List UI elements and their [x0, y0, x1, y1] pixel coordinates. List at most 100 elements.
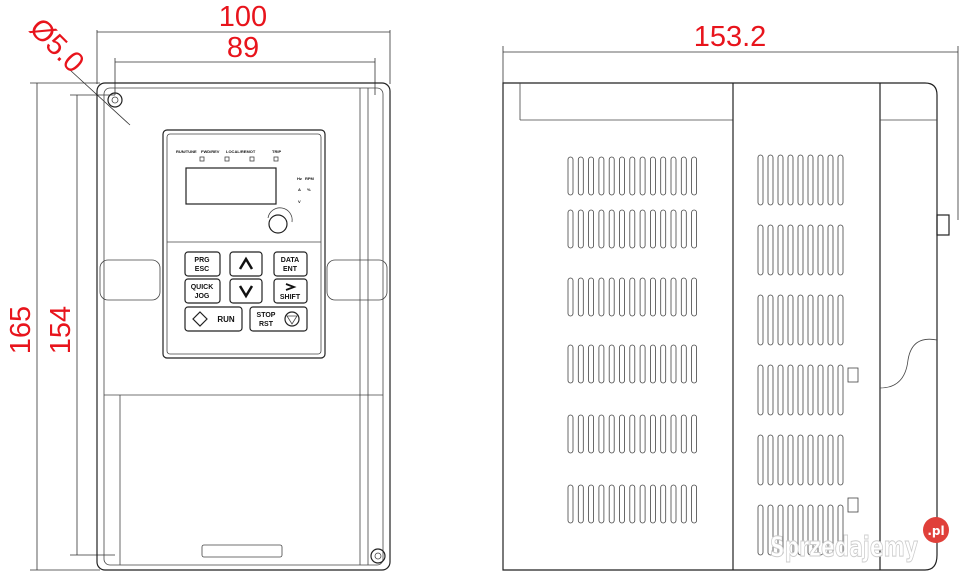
vent-slot — [767, 154, 774, 206]
vent-slot — [608, 156, 615, 196]
led-display — [185, 167, 277, 205]
dim-height-outer: 165 — [5, 306, 37, 354]
vent-slot — [837, 224, 844, 276]
vent-slot — [629, 156, 636, 196]
vent-slot — [757, 294, 764, 346]
vent-slot — [608, 277, 615, 317]
vent-slot — [660, 484, 667, 524]
vent-slot — [797, 294, 804, 346]
vent-slot — [660, 277, 667, 317]
vent-slot — [807, 364, 814, 416]
vent-slot — [787, 504, 794, 556]
vent-slot — [767, 364, 774, 416]
vent-slot — [670, 209, 677, 249]
vent-slot — [577, 484, 584, 524]
vent-slot — [629, 277, 636, 317]
key-down[interactable] — [229, 278, 263, 304]
key-shift[interactable]: SHIFT — [273, 278, 308, 304]
vent-slot — [650, 156, 656, 196]
key-up[interactable] — [229, 251, 263, 277]
vent-slot — [660, 414, 667, 454]
vent-slot — [827, 294, 834, 346]
front-view: RUN/TUNE FWD/REV LOCAL/REMOT TRIP Hz RPM… — [96, 82, 391, 571]
vent-slot — [608, 484, 615, 524]
vent-slot — [837, 154, 844, 206]
vent-slot — [757, 504, 764, 556]
svg-text:STOP: STOP — [257, 312, 276, 319]
watermark-text: Sprzedajemy — [770, 530, 918, 563]
vent-slot — [598, 414, 605, 454]
svg-text:ENT: ENT — [283, 266, 298, 273]
vent-slot — [567, 484, 574, 524]
vent-slot — [767, 504, 774, 556]
vent-slot — [670, 344, 677, 384]
vent-slot — [588, 484, 594, 524]
svg-text:QUICK: QUICK — [191, 284, 214, 291]
dim-width-outer: 100 — [219, 1, 267, 33]
vent-slot — [680, 277, 687, 317]
vent-slot — [680, 484, 687, 524]
svg-text:SHIFT: SHIFT — [280, 294, 301, 301]
unit-hz: Hz — [297, 176, 302, 181]
vent-slot — [639, 414, 646, 454]
vent-slot — [827, 434, 834, 486]
vent-slot — [767, 294, 774, 346]
vent-slot — [680, 209, 687, 249]
vent-slot — [817, 434, 824, 486]
dim-side-depth: 153.2 — [694, 21, 767, 53]
svg-text:RST: RST — [259, 321, 274, 328]
vent-slot — [691, 414, 697, 454]
unit-rpm: RPM — [305, 176, 315, 181]
vent-slot — [680, 344, 687, 384]
vent-slot — [670, 156, 677, 196]
vent-slot — [757, 224, 764, 276]
vent-slot — [767, 434, 774, 486]
indicator-local: LOCAL/REMOT — [226, 149, 256, 154]
potentiometer-knob[interactable] — [268, 214, 288, 234]
vent-slot — [807, 154, 814, 206]
vent-slot — [670, 277, 677, 317]
vent-slot — [691, 484, 697, 524]
indicator-fwd: FWD/REV — [201, 149, 220, 154]
vent-slot — [691, 344, 697, 384]
dim-width-inner: 89 — [227, 32, 259, 64]
vent-slot — [629, 209, 636, 249]
vent-slot — [777, 504, 784, 556]
vent-slot — [797, 364, 804, 416]
vent-slot — [598, 344, 605, 384]
vent-slot — [598, 209, 605, 249]
vent-slot — [588, 344, 594, 384]
vent-slot — [567, 209, 574, 249]
vent-slot — [817, 504, 824, 556]
vent-slot — [817, 294, 824, 346]
vent-slot — [817, 224, 824, 276]
key-run[interactable]: RUN — [184, 306, 243, 332]
watermark-logo: Sprzedajemy .pl — [770, 517, 949, 564]
indicator-run: RUN/TUNE — [176, 149, 197, 154]
vent-slot — [777, 294, 784, 346]
vent-slot — [691, 209, 697, 249]
indicator-trip: TRIP — [272, 149, 281, 154]
vent-slot — [588, 209, 594, 249]
key-stop-rst[interactable]: STOP RST — [249, 306, 308, 332]
dim-hole-diameter: Ø5.0 — [23, 12, 90, 79]
vent-slot — [817, 154, 824, 206]
vent-slot — [598, 484, 605, 524]
vent-slot — [691, 156, 697, 196]
vent-slot — [650, 344, 656, 384]
vent-slot — [567, 414, 574, 454]
vent-slot — [797, 154, 804, 206]
vent-slot — [650, 209, 656, 249]
vent-slot — [787, 434, 794, 486]
vent-slot — [650, 277, 656, 317]
vent-slot — [650, 484, 656, 524]
side-view — [502, 82, 950, 571]
svg-text:RUN: RUN — [217, 315, 235, 324]
vent-slot — [588, 277, 594, 317]
vent-slot — [827, 154, 834, 206]
